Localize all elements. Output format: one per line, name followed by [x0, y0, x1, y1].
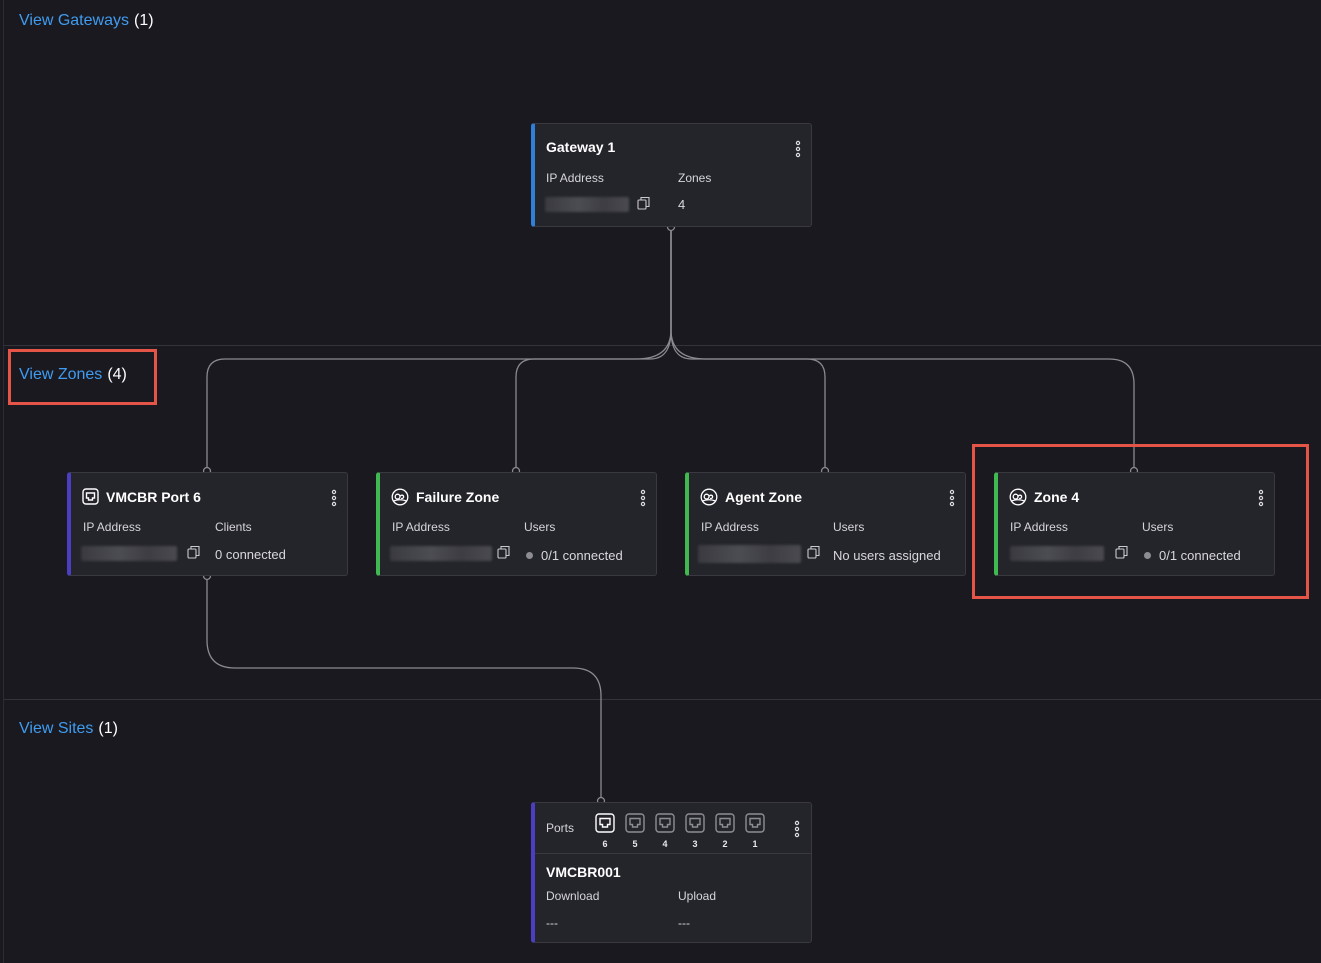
users-label: Users: [1142, 520, 1174, 534]
zone-card-zone-4[interactable]: Zone 4 IP Address Users 0/1 connected: [994, 472, 1275, 576]
ip-address-label: IP Address: [1010, 520, 1068, 534]
port-number: 6: [602, 839, 608, 849]
wire-gateway-zone2: [515, 227, 672, 471]
clients-label: Clients: [215, 520, 252, 534]
zone-card-header: Failure Zone: [391, 488, 499, 506]
users-label: Users: [833, 520, 865, 534]
section-divider: [4, 699, 1321, 700]
copy-icon[interactable]: [497, 545, 510, 559]
ethernet-port-icon: [82, 488, 99, 505]
more-options-icon[interactable]: [792, 820, 802, 838]
ethernet-port-icon: [685, 813, 705, 833]
port-5[interactable]: 5: [625, 813, 645, 849]
ip-address-value-redacted: [390, 546, 492, 561]
section-divider: [4, 345, 1321, 346]
zone-card-header: VMCBR Port 6: [82, 488, 201, 505]
zone-card-header: Agent Zone: [700, 488, 802, 506]
ip-address-value-redacted: [545, 197, 629, 212]
gateways-section-header: View Gateways(1): [19, 11, 154, 31]
highlight-zone-4: [972, 444, 1309, 599]
gateways-count: (1): [133, 12, 154, 29]
more-options-icon[interactable]: [329, 489, 339, 507]
clients-value: 0 connected: [215, 547, 286, 562]
ethernet-port-icon: [715, 813, 735, 833]
zones-count-value: 4: [678, 197, 686, 212]
download-label: Download: [546, 889, 600, 903]
ip-address-label: IP Address: [83, 520, 141, 534]
site-card-divider: [535, 853, 811, 854]
zones-section-header: View Zones(4): [19, 365, 127, 385]
ip-address-value-redacted: [1010, 546, 1104, 561]
copy-icon[interactable]: [1115, 545, 1128, 559]
upload-label: Upload: [678, 889, 717, 903]
port-number: 3: [692, 839, 698, 849]
ethernet-port-icon: [655, 813, 675, 833]
site-card[interactable]: Ports 6 5 4 3 2 1 VMCBR001 Download Upload --…: [531, 802, 812, 943]
zones-label: Zones: [678, 171, 712, 185]
status-dot: [526, 552, 533, 559]
view-gateways-link[interactable]: View Gateways: [19, 12, 129, 29]
wire-gateway-zone1: [206, 227, 672, 471]
users-value: 0/1 connected: [526, 548, 623, 563]
zones-count: (4): [107, 366, 127, 383]
gateway-title: Gateway 1: [546, 139, 616, 155]
port-number: 1: [752, 839, 758, 849]
upload-value: ---: [678, 916, 690, 930]
view-sites-link[interactable]: View Sites: [19, 720, 94, 737]
ethernet-port-icon: [595, 813, 615, 833]
users-label: Users: [524, 520, 556, 534]
zone-icon: [391, 488, 409, 506]
port-number: 5: [632, 839, 638, 849]
status-dot: [1144, 552, 1151, 559]
ip-address-value-redacted: [81, 546, 177, 561]
copy-icon[interactable]: [187, 545, 200, 559]
download-value: ---: [546, 916, 558, 930]
wire-zone1-site: [206, 576, 602, 801]
ip-address-label: IP Address: [701, 520, 759, 534]
zone-card-vmcbr-port-6[interactable]: VMCBR Port 6 IP Address Clients 0 connec…: [67, 472, 348, 576]
ip-address-label: IP Address: [546, 171, 604, 185]
port-1[interactable]: 1: [745, 813, 765, 849]
zone-title: Zone 4: [1034, 489, 1080, 505]
more-options-icon[interactable]: [947, 489, 957, 507]
ip-address-label: IP Address: [392, 520, 450, 534]
zone-icon: [700, 488, 718, 506]
wire-gateway-zone4: [670, 227, 1135, 471]
port-2[interactable]: 2: [715, 813, 735, 849]
port-4[interactable]: 4: [655, 813, 675, 849]
more-options-icon[interactable]: [638, 489, 648, 507]
zone-icon: [1009, 488, 1027, 506]
zone-card-header: Zone 4: [1009, 488, 1079, 506]
left-border: [3, 0, 4, 963]
zone-card-agent-zone[interactable]: Agent Zone IP Address Users No users ass…: [685, 472, 966, 576]
users-value: No users assigned: [833, 548, 941, 563]
more-options-icon[interactable]: [1256, 489, 1266, 507]
highlight-view-zones: [8, 349, 157, 405]
copy-icon[interactable]: [637, 196, 650, 210]
zone-title: Failure Zone: [416, 489, 500, 505]
ip-address-value-redacted: [698, 545, 801, 563]
wire-gateway-zone3: [670, 227, 826, 471]
ports-label: Ports: [546, 821, 575, 835]
zone-card-failure-zone[interactable]: Failure Zone IP Address Users 0/1 connec…: [376, 472, 657, 576]
zone-title: Agent Zone: [725, 489, 802, 505]
port-3[interactable]: 3: [685, 813, 705, 849]
users-value: 0/1 connected: [1144, 548, 1241, 563]
zone-title: VMCBR Port 6: [106, 488, 201, 505]
port-number: 2: [722, 839, 728, 849]
site-title: VMCBR001: [546, 864, 621, 880]
sites-count: (1): [98, 720, 118, 737]
ethernet-port-icon: [745, 813, 765, 833]
gateway-card[interactable]: Gateway 1 IP Address Zones 4: [531, 123, 812, 227]
port-number: 4: [662, 839, 668, 849]
copy-icon[interactable]: [807, 545, 820, 559]
sites-section-header: View Sites(1): [19, 719, 118, 739]
view-zones-link[interactable]: View Zones: [19, 366, 103, 383]
port-6[interactable]: 6: [595, 813, 615, 849]
ethernet-port-icon: [625, 813, 645, 833]
more-options-icon[interactable]: [793, 140, 803, 158]
